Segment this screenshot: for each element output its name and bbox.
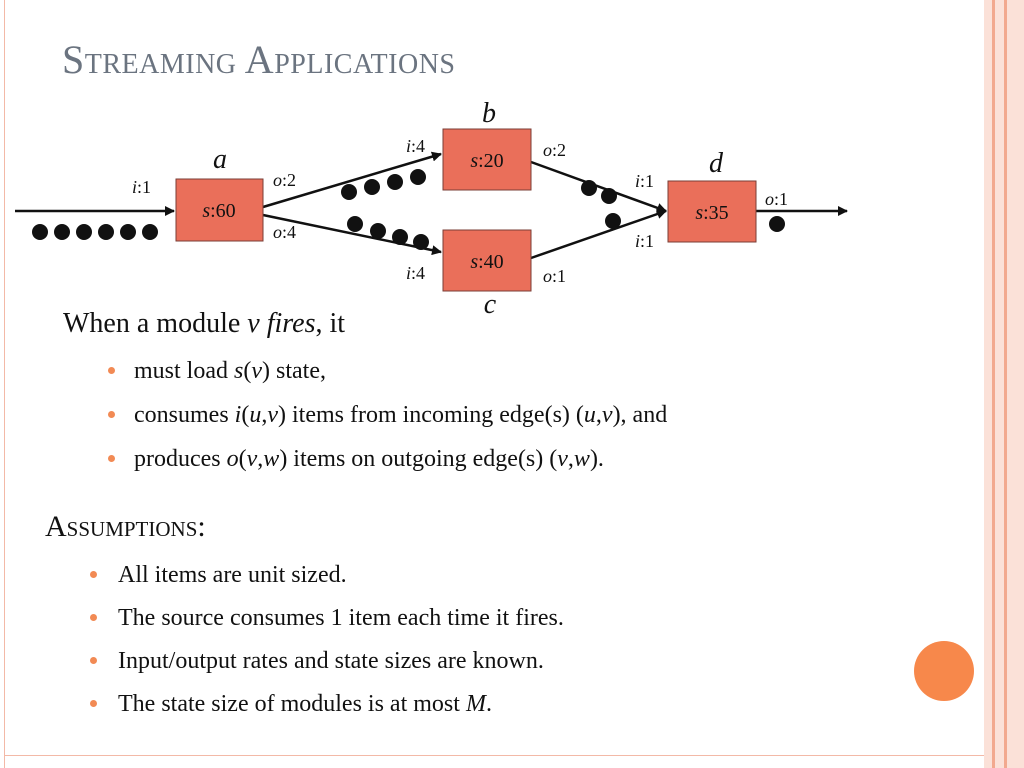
rate-b-in: i:4: [406, 136, 425, 156]
node-c-state: s:40: [470, 251, 503, 273]
slide-frame-bottom-line: [4, 755, 984, 756]
rate-c-out: o:1: [543, 266, 566, 286]
tokens-sink: [769, 216, 785, 232]
token: [142, 224, 158, 240]
token: [54, 224, 70, 240]
list-item: consumes i(u,v) items from incoming edge…: [107, 398, 667, 442]
rate-d-out: o:1: [765, 189, 788, 209]
list-item: All items are unit sized.: [90, 558, 564, 601]
intro-sentence: When a module v fires, it: [63, 308, 346, 339]
node-b-name: b: [482, 98, 496, 129]
tokens-a-to-b: [341, 169, 426, 200]
token: [387, 174, 403, 190]
token: [392, 229, 408, 245]
module-fire-bullets: must load s(v) state, consumes i(u,v) it…: [107, 354, 667, 486]
streaming-graph-diagram: s:60 s:20 s:40 s:35 a b c d i:1 o:2 o:4 …: [15, 98, 848, 320]
tokens-source-queue: [32, 224, 158, 240]
rate-a-out-bottom: o:4: [273, 222, 296, 242]
token: [410, 169, 426, 185]
token: [581, 180, 597, 196]
token: [76, 224, 92, 240]
list-item: must load s(v) state,: [107, 354, 667, 398]
token: [601, 188, 617, 204]
node-d-box: [667, 180, 757, 243]
node-b-box: [442, 128, 532, 191]
rate-c-in: i:4: [406, 263, 425, 283]
assumptions-list: All items are unit sized. The source con…: [90, 558, 564, 730]
token: [347, 216, 363, 232]
rate-a-out-top: o:2: [273, 170, 296, 190]
rate-b-out: o:2: [543, 140, 566, 160]
slide-title: Streaming Applications: [62, 37, 456, 82]
token: [413, 234, 429, 250]
decorative-right-stripes: [984, 0, 1024, 768]
token: [341, 184, 357, 200]
edge-a-to-b: [262, 151, 442, 209]
node-c-name: c: [484, 289, 497, 320]
rate-d-in-top: i:1: [635, 171, 654, 191]
node-a-name: a: [213, 144, 227, 175]
node-d-name: d: [709, 148, 724, 179]
node-a-state: s:60: [202, 200, 235, 222]
token: [120, 224, 136, 240]
tokens-c-to-d: [605, 213, 621, 229]
edge-c-to-d: [530, 209, 667, 260]
rate-source-in: i:1: [132, 177, 151, 197]
node-d-state: s:35: [695, 202, 728, 224]
token: [769, 216, 785, 232]
slide-frame-left-line: [4, 0, 5, 768]
tokens-b-to-d: [581, 180, 617, 204]
assumptions-heading: Assumptions:: [45, 510, 206, 543]
node-a-box: [175, 178, 264, 242]
decorative-orange-circle: [914, 641, 974, 701]
edge-a-to-c: [262, 213, 442, 256]
list-item: Input/output rates and state sizes are k…: [90, 644, 564, 687]
rate-d-in-bottom: i:1: [635, 231, 654, 251]
list-item: produces o(v,w) items on outgoing edge(s…: [107, 442, 667, 486]
token: [364, 179, 380, 195]
node-c-box: [442, 229, 532, 292]
token: [32, 224, 48, 240]
node-b-state: s:20: [470, 150, 503, 172]
list-item: The source consumes 1 item each time it …: [90, 601, 564, 644]
token: [98, 224, 114, 240]
edge-b-to-d: [530, 160, 667, 213]
token: [605, 213, 621, 229]
tokens-a-to-c: [347, 216, 429, 250]
list-item: The state size of modules is at most M.: [90, 687, 564, 730]
token: [370, 223, 386, 239]
